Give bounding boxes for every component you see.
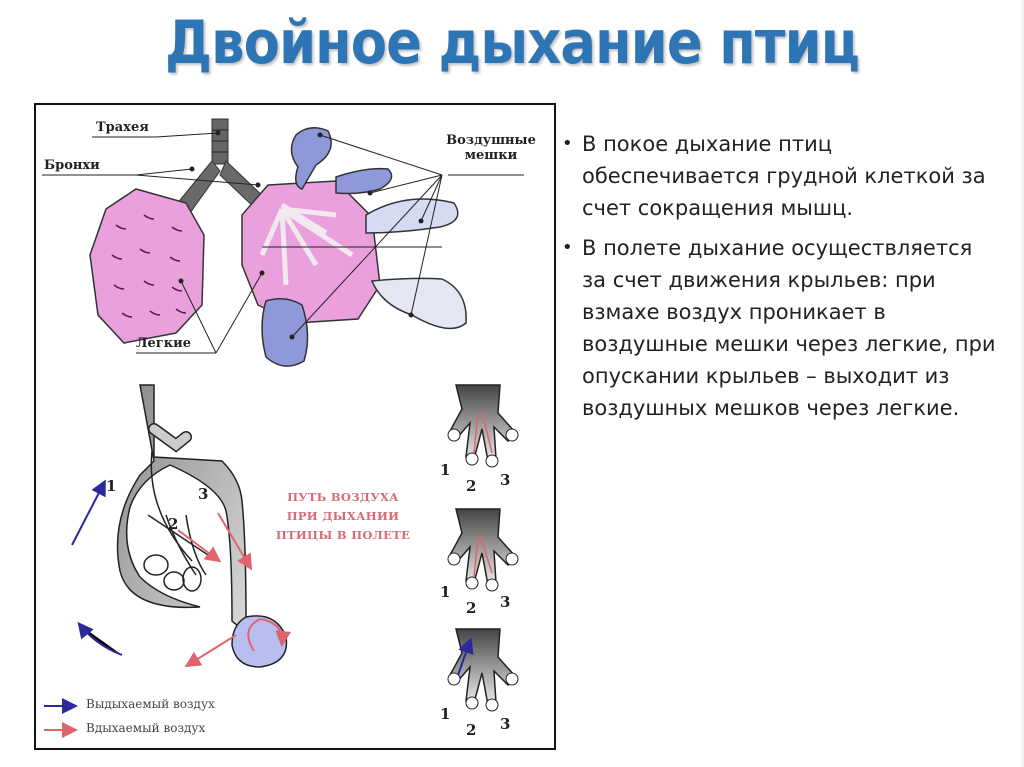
air-sacs-label-line2: мешки — [464, 148, 518, 163]
air-sac-icon — [370, 277, 467, 330]
bullet-item: • В полете дыхание осуществляется за сче… — [562, 232, 1002, 424]
path-number: 1 — [106, 477, 117, 495]
hand-number: 1 — [440, 705, 451, 723]
air-sac-icon — [365, 198, 459, 234]
bird-respiration-figure: Трахея Бронхи Легкие Воздушные мешки ПУТ… — [34, 103, 556, 750]
hand-number: 3 — [500, 471, 511, 489]
lungs-label: Легкие — [136, 336, 192, 351]
bullet-item: • В покое дыхание птиц обеспечивается гр… — [562, 128, 1002, 224]
hand-number: 2 — [466, 721, 477, 739]
bullet-text: В покое дыхание птиц обеспечивается груд… — [582, 132, 986, 220]
air-path-title: ПУТЬ ВОЗДУХА ПРИ ДЫХАНИИ ПТИЦЫ В ПОЛЕТЕ — [258, 488, 428, 545]
airway-path-diagram — [71, 384, 292, 668]
hand-number: 3 — [500, 715, 511, 733]
bullet-list: • В покое дыхание птиц обеспечивается гр… — [562, 128, 1002, 432]
hand-number: 3 — [500, 593, 511, 611]
path-number: 3 — [198, 485, 209, 503]
air-sac-icon — [231, 615, 288, 668]
path-number: 2 — [168, 515, 179, 533]
bullet-icon: • — [562, 133, 573, 154]
legend-inhaled: Вдыхаемый воздух — [86, 721, 205, 735]
air-sacs-label-line1: Воздушные — [446, 133, 536, 148]
air-path-title-line: ПУТЬ ВОЗДУХА — [287, 490, 399, 504]
legend-inhaled-label: Вдыхаемый воздух — [86, 721, 206, 735]
air-sac-icon — [261, 298, 309, 367]
hand-number: 1 — [440, 461, 451, 479]
left-lung-icon — [89, 188, 205, 344]
air-sac-icon — [290, 127, 332, 190]
legend-exhaled-label: Выдыхаемый воздух — [86, 697, 215, 711]
legend-exhaled: Выдыхаемый воздух — [86, 697, 215, 711]
bullet-icon: • — [562, 237, 573, 258]
wing-hand-icon — [447, 628, 519, 712]
air-path-title-line: ПТИЦЫ В ПОЛЕТЕ — [275, 528, 411, 542]
hand-number: 1 — [440, 583, 451, 601]
bronchi-label: Бронхи — [44, 158, 100, 173]
hand-number: 2 — [466, 477, 477, 495]
slide-edge — [1020, 0, 1024, 767]
air-path-title-line: ПРИ ДЫХАНИИ — [286, 509, 400, 523]
trachea-icon — [175, 118, 269, 214]
hand-number: 2 — [466, 599, 477, 617]
wing-hand-icon — [447, 508, 519, 592]
trachea-label: Трахея — [96, 120, 149, 135]
bullet-text: В полете дыхание осуществляется за счет … — [582, 236, 996, 420]
slide-title: Двойное дыхание птиц — [164, 8, 860, 78]
wing-hand-icon — [447, 384, 519, 468]
air-sacs-label: Воздушные мешки — [434, 133, 548, 163]
air-sac-icon — [335, 167, 393, 195]
respiratory-system-illustration — [42, 118, 524, 738]
